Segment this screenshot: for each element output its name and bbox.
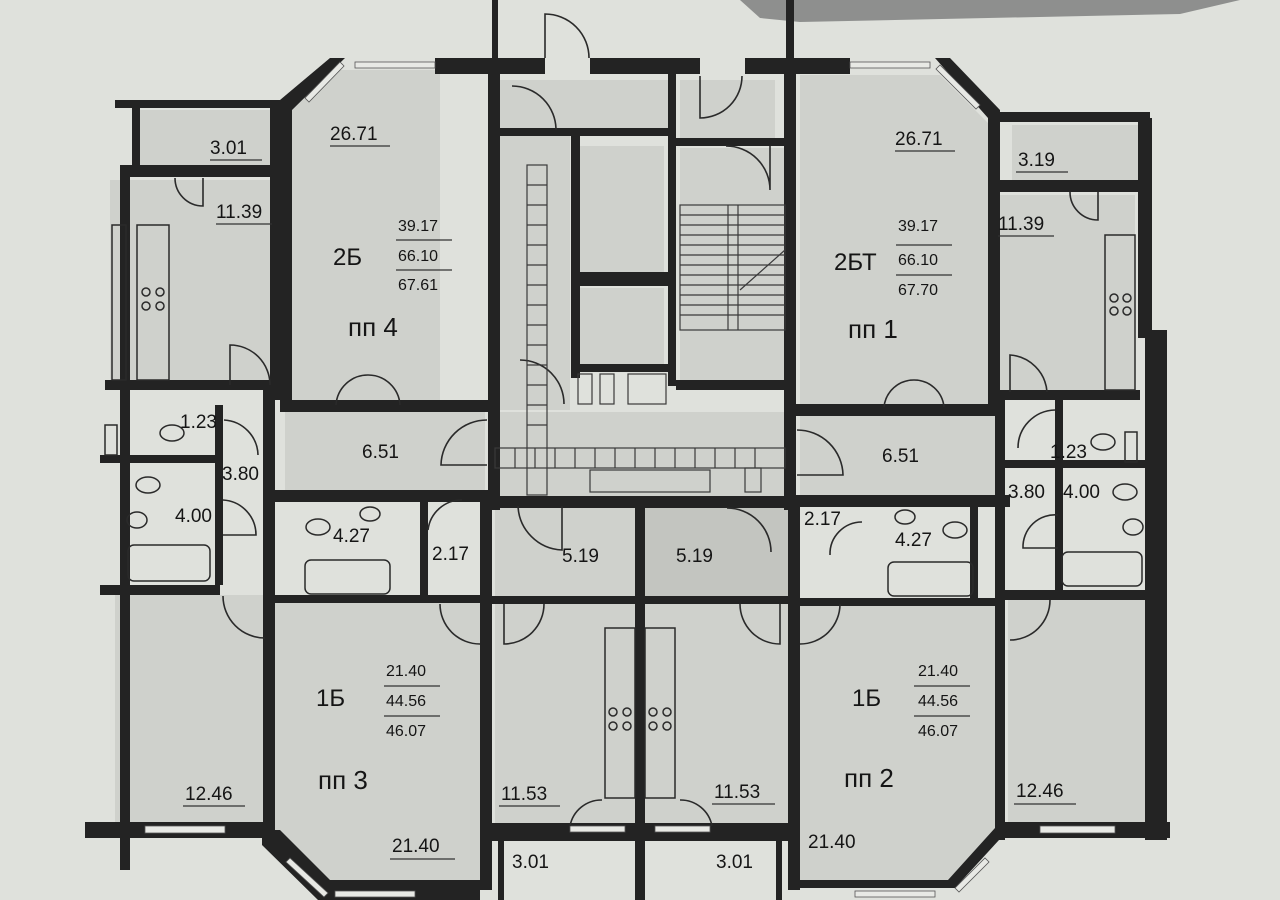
balcony-area: 3.01: [210, 138, 247, 159]
unit-number: пп 3: [318, 765, 368, 795]
unit-number: пп 4: [348, 312, 398, 342]
living-area: 21.40: [918, 663, 958, 680]
apartment-type: 2Б: [333, 244, 362, 271]
living-area: 39.17: [898, 218, 938, 235]
ventilation-shaft: [494, 164, 786, 496]
hall-area: 6.51: [362, 442, 399, 463]
apartment-pp2: 2.17 4.27 1Б 21.40 44.56 46.07 пп 2 21.4…: [804, 509, 1076, 853]
center-rooms: 5.19 5.19 11.53 11.53 3.01 3.01: [499, 546, 775, 873]
room-area-living: 26.71: [330, 124, 378, 145]
apartment-type: 1Б: [316, 685, 345, 712]
kitchen-left-area: 11.53: [501, 784, 547, 805]
bath-area: 4.00: [175, 506, 212, 527]
far-room-area: 12.46: [185, 784, 233, 805]
hall-area: 6.51: [882, 446, 919, 467]
fixtures: [104, 224, 1144, 799]
windows: [144, 61, 1116, 898]
total-area: 66.10: [898, 252, 938, 269]
apartment-type: 1Б: [852, 685, 881, 712]
total-area: 66.10: [398, 248, 438, 265]
hall-right-area: 5.19: [676, 546, 713, 567]
room-area: 21.40: [392, 836, 440, 857]
room-area: 21.40: [808, 832, 856, 853]
balcony-right-area: 3.01: [716, 852, 753, 873]
hall-left-area: 5.19: [562, 546, 599, 567]
kitchen-area: 11.39: [998, 214, 1044, 235]
corridor-area: 2.17: [804, 509, 841, 530]
kitchen-area: 11.39: [216, 202, 262, 223]
bath-area: 4.27: [333, 526, 370, 547]
bath-area: 4.00: [1063, 482, 1100, 503]
shadow: [740, 0, 1240, 22]
apartment-pp1: 26.71 2БТ 39.17 66.10 67.70 пп 1 3.19 11…: [834, 129, 1100, 503]
corridor-area: 2.17: [432, 544, 469, 565]
area-with-balcony: 46.07: [918, 723, 958, 740]
apartment-type: 2БТ: [834, 249, 877, 276]
bath-area: 4.27: [895, 530, 932, 551]
total-area: 44.56: [386, 693, 426, 710]
area-with-balcony: 67.70: [898, 282, 938, 299]
corridor-area: 3.80: [1008, 482, 1045, 503]
unit-number: пп 1: [848, 314, 898, 344]
apartment-pp3: 4.27 2.17 1Б 21.40 44.56 46.07 пп 3 21.4…: [183, 526, 469, 860]
far-room-area: 12.46: [1016, 781, 1064, 802]
balcony-area: 3.19: [1018, 150, 1055, 171]
room-fills: [110, 70, 1148, 888]
balcony-left-area: 3.01: [512, 852, 549, 873]
wc-area: 1.23: [1050, 442, 1087, 463]
apartment-pp4: 26.71 2Б 39.17 66.10 67.61 пп 4 3.01 11.…: [175, 124, 452, 527]
total-area: 44.56: [918, 693, 958, 710]
room-area-living: 26.71: [895, 129, 943, 150]
living-area: 21.40: [386, 663, 426, 680]
doors: [174, 13, 1099, 827]
kitchen-right-area: 11.53: [714, 782, 760, 803]
wc-area: 1.23: [180, 412, 217, 433]
corridor-area: 3.80: [222, 464, 259, 485]
area-with-balcony: 46.07: [386, 723, 426, 740]
area-with-balcony: 67.61: [398, 277, 438, 294]
unit-number: пп 2: [844, 763, 894, 793]
stairwell: [679, 204, 786, 331]
living-area: 39.17: [398, 218, 438, 235]
